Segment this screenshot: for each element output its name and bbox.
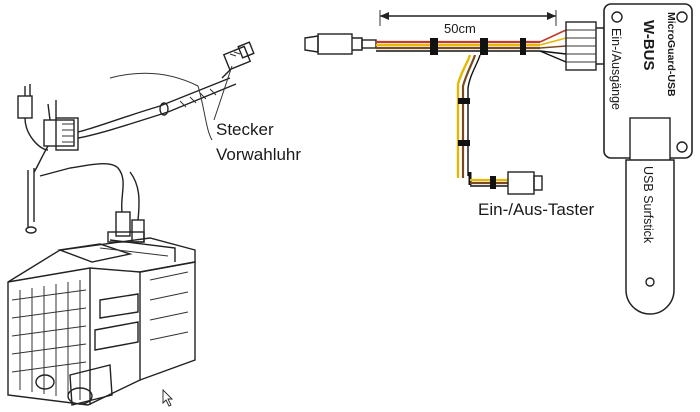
device-name-label: W-BUS bbox=[640, 20, 657, 71]
switch-plug bbox=[507, 171, 543, 195]
length-label: 50cm bbox=[444, 21, 476, 36]
switch-label: Ein-/Aus-Taster bbox=[478, 200, 595, 219]
stick-label: USB Surfstick bbox=[641, 166, 655, 244]
switch-cable bbox=[456, 54, 508, 189]
device-model-label: MicroGuard-USB bbox=[665, 12, 677, 97]
usb-stick bbox=[625, 117, 675, 315]
plug-leader-line bbox=[213, 65, 233, 121]
length-dimension bbox=[379, 10, 557, 26]
cable-fanout bbox=[539, 29, 567, 63]
w-bus-plug bbox=[304, 33, 377, 55]
heater-unit bbox=[7, 211, 196, 406]
io-port-label: Ein-/Ausgänge bbox=[609, 28, 623, 110]
timer-label: Vorwahluhr bbox=[216, 145, 301, 164]
main-cable bbox=[376, 38, 540, 55]
cursor-icon bbox=[162, 388, 174, 407]
heater-wiring-harness bbox=[17, 84, 169, 234]
plug-label: Stecker bbox=[216, 120, 274, 139]
timer-plug bbox=[221, 41, 255, 79]
device-connector bbox=[565, 21, 605, 71]
